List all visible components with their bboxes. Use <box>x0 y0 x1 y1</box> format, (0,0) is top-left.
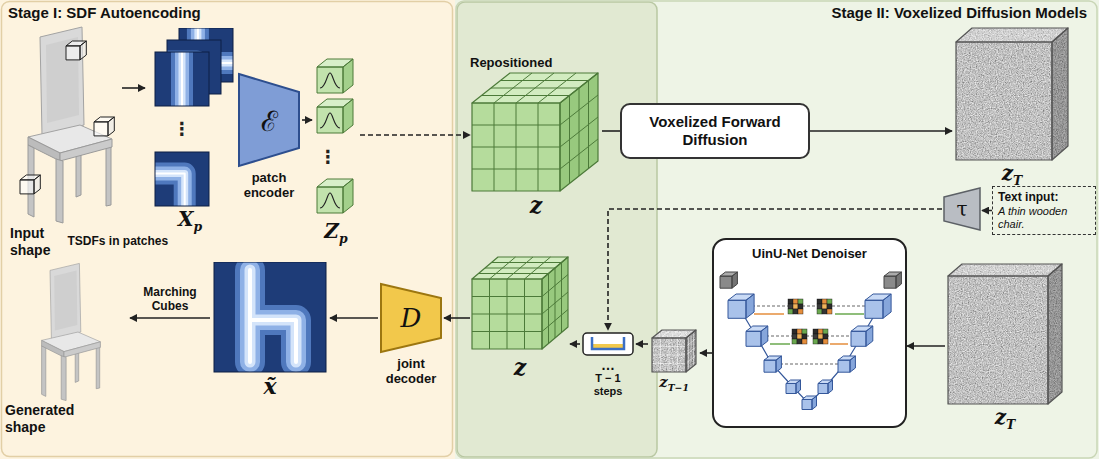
connector <box>130 317 210 319</box>
loop-step: …T − 1 steps <box>580 330 636 398</box>
noise-cube <box>650 328 698 374</box>
connector <box>810 130 952 132</box>
loop-icon <box>580 330 636 358</box>
text-label: Voxelized Forward Diffusion <box>630 113 800 149</box>
connector <box>570 343 580 345</box>
noise-volume: zT−1 <box>648 328 700 391</box>
math-base: z <box>1002 161 1013 185</box>
latent-grid: z <box>470 255 570 379</box>
tsdf-image <box>210 262 330 374</box>
math-label: zT <box>952 162 1072 184</box>
tsdf-patches <box>145 28 235 208</box>
latent-cubes <box>312 55 360 220</box>
latent-grid: Repositioned z <box>470 55 602 217</box>
math-base: z <box>995 405 1006 429</box>
edge-label: Marching Cubes <box>132 285 208 314</box>
noise-volume: zT <box>952 26 1072 184</box>
ellipsis-mark: ⋮ <box>173 120 191 138</box>
text-encoder: τ <box>942 186 982 232</box>
text-label: UinU-Net Denoiser <box>714 240 905 262</box>
unet-illustration <box>714 270 905 420</box>
text-label: T − 1 steps <box>580 372 636 398</box>
math-label: z <box>470 193 602 217</box>
shape-wrap: D <box>378 282 444 354</box>
text-label: D <box>401 303 422 333</box>
connector <box>636 343 648 345</box>
connector <box>330 317 378 319</box>
noise-cube <box>954 26 1070 162</box>
stage-title: Stage II: Voxelized Diffusion Models <box>455 0 1099 25</box>
shape-wrap: τ <box>942 186 982 232</box>
connector <box>444 317 470 319</box>
noise-volume: zT <box>945 262 1065 428</box>
decoder-block: Djoint decoder <box>378 282 444 387</box>
noise-cube <box>946 262 1064 406</box>
connector <box>982 210 992 212</box>
connector <box>700 352 712 354</box>
math-label: x̃ <box>210 374 330 398</box>
math-subscript: T−1 <box>668 382 689 393</box>
connector <box>602 130 620 132</box>
shape-label: Generated shape <box>5 402 85 436</box>
math-base: z <box>659 373 668 391</box>
sdf-output: x̃ <box>210 262 330 398</box>
math-label: zT−1 <box>648 374 700 391</box>
stage-panel: Stage II: Voxelized Diffusion ModelsRepo… <box>455 0 1099 459</box>
text-label: A thin wooden chair. <box>998 205 1090 231</box>
math-label: Xp <box>145 208 235 230</box>
chair-illustration <box>10 25 120 225</box>
math-subscript: T <box>1006 417 1015 432</box>
voxel-grid <box>470 255 570 355</box>
denoiser-box: UinU-Net Denoiser <box>712 238 907 428</box>
chair-illustration <box>5 262 130 402</box>
text-label: Repositioned <box>470 55 602 71</box>
connector <box>360 134 470 136</box>
math-label: zT <box>945 406 1065 428</box>
text-label: … <box>580 358 636 372</box>
text-label: joint decoder <box>378 357 444 387</box>
encoder-block: ℰpatch encoder <box>236 72 302 201</box>
math-subscript: p <box>193 219 202 234</box>
shape-figure: Input shape <box>10 25 122 259</box>
connector <box>302 119 312 121</box>
stage-title: Stage I: SDF Autoencoding <box>0 0 455 25</box>
math-subscript: T <box>1013 173 1022 188</box>
shape-label: Input shape <box>10 225 68 259</box>
text-label: τ <box>956 197 967 221</box>
math-label: z <box>470 355 570 379</box>
edge-label: TSDFs in patches <box>66 234 171 248</box>
process-box: Voxelized Forward Diffusion <box>620 103 810 159</box>
text-label: Text input: <box>998 190 1090 205</box>
shape-figure: Generated shape <box>5 262 130 436</box>
connector <box>122 87 145 89</box>
text-input-box: Text input:A thin wooden chair. <box>992 186 1096 235</box>
text-label: ℰ <box>261 101 278 139</box>
shape-wrap: ℰ <box>236 72 302 168</box>
text-label: patch encoder <box>236 171 302 201</box>
math-label: Zp <box>312 220 360 242</box>
math-base: Z <box>324 219 339 243</box>
ellipsis-mark: ⋮ <box>319 148 337 166</box>
voxel-grid <box>470 71 602 193</box>
connector <box>608 209 942 330</box>
math-base: X <box>178 207 194 231</box>
connector <box>907 345 945 347</box>
stage-panel: Stage I: SDF AutoencodingInput shapeXpℰp… <box>0 0 455 459</box>
math-subscript: p <box>339 231 348 246</box>
